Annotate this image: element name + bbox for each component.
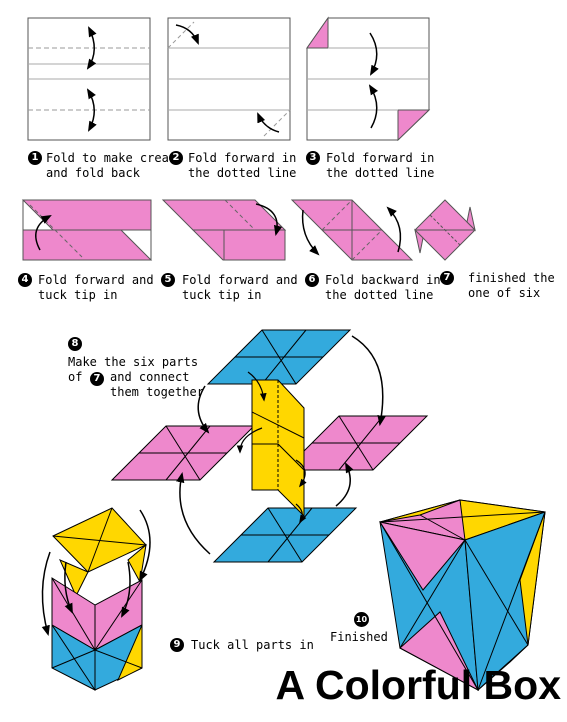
unit-crease [338, 415, 374, 471]
step-5-diagram [161, 199, 287, 261]
unit-crease [261, 329, 307, 385]
yellow-corner [116, 624, 143, 682]
step-caption: Fold backward in the dotted line [325, 273, 441, 302]
tuck-arrow [64, 561, 73, 614]
unit-crease [261, 329, 297, 385]
left-crease [399, 539, 466, 649]
step-caption: Finished [330, 630, 388, 644]
fold-arrow [255, 203, 283, 237]
fold-arrow [175, 24, 199, 45]
folded-corner-pink [397, 109, 431, 142]
unit-crease [267, 507, 303, 563]
left-pink-tri [399, 611, 480, 692]
left-pink-tri [378, 521, 466, 591]
fold-arrow-up [368, 84, 378, 129]
dotted-fold-line [263, 109, 291, 137]
step-10-diagram [378, 499, 546, 692]
dotted-fold-line [321, 199, 353, 231]
side-crease [51, 577, 96, 651]
right-crease [464, 539, 529, 646]
right-crease [477, 511, 546, 691]
connect-arrow [295, 459, 307, 488]
unit-crease [338, 415, 384, 471]
step-2-diagram [167, 17, 291, 141]
yellow-flap [59, 559, 89, 598]
lid-crease [87, 507, 113, 573]
unit-crease [165, 425, 211, 481]
connect-arrow [335, 462, 354, 507]
right-yellow-tri [477, 644, 529, 691]
top-yellow-tri [379, 499, 461, 523]
step-number-badge: 9 [170, 638, 184, 652]
left-crease [379, 521, 479, 691]
fold-arrow-down [369, 32, 379, 76]
step-caption-continued: and connect them together [110, 370, 204, 399]
step-4-diagram [21, 199, 153, 261]
connect-arrow [295, 503, 307, 524]
side-crease [94, 649, 143, 669]
fold-arrow-up [86, 26, 97, 70]
step-caption: Fold to make crease and fold back [46, 151, 184, 180]
step-reference-badge: 7 [90, 372, 104, 386]
step-caption: Tuck all parts in [191, 638, 314, 652]
unit-flap [414, 228, 424, 254]
connect-arrow [351, 335, 386, 427]
step-3-diagram [306, 16, 431, 142]
folded-corner-pink [306, 16, 329, 49]
connect-arrow [236, 427, 263, 454]
tuck-arrow [41, 551, 51, 637]
step-caption: Make the six parts of [68, 355, 199, 384]
fold-arrow [386, 206, 402, 253]
step-number-badge: 10 [354, 612, 369, 627]
pink-parallelogram [191, 229, 286, 261]
dotted-fold-line [351, 229, 383, 261]
pink-band-bottom [22, 229, 153, 261]
step-9-diagram [41, 507, 151, 691]
side-crease [51, 649, 96, 669]
dotted-fold-line [224, 199, 256, 231]
page-title: A Colorful Box [275, 662, 561, 708]
connect-arrow [197, 385, 210, 434]
step-number-badge: 1 [28, 151, 42, 165]
connect-arrow [247, 371, 267, 402]
step-number-badge: 5 [161, 273, 175, 287]
step-number-badge: 2 [169, 151, 183, 165]
top-crease [379, 511, 546, 523]
step-number-badge: 7 [440, 271, 454, 285]
step-caption: Fold forward in the dotted line [188, 151, 297, 180]
side-crease [51, 624, 96, 691]
step-8-diagram [110, 329, 429, 563]
fold-arrow [301, 209, 320, 256]
pink-parallelogram [161, 199, 287, 231]
side-crease [94, 579, 143, 651]
step-number-badge: 3 [306, 151, 320, 165]
step-7-diagram [414, 199, 476, 261]
dotted-fold-line [167, 21, 195, 49]
step-caption: finished the one of six [468, 271, 555, 300]
unit-flap [466, 206, 476, 232]
tuck-arrow [121, 561, 131, 618]
step-number-badge: 4 [18, 273, 32, 287]
dotted-fold-line [29, 204, 83, 258]
step-caption: Fold forward in the dotted line [326, 151, 435, 180]
fold-arrow [35, 214, 52, 251]
step-1-diagram [27, 17, 151, 141]
step-number-badge: 8 [68, 337, 82, 351]
fold-arrow-down [86, 88, 97, 132]
fold-arrow [257, 112, 280, 133]
step-caption: Fold forward and tuck tip in [182, 273, 298, 302]
connect-arrow [176, 471, 211, 555]
step-number-badge: 6 [305, 273, 319, 287]
unit-crease [165, 425, 201, 481]
step-caption: Fold forward and tuck tip in [38, 273, 154, 302]
tuck-arrow [139, 509, 151, 582]
step-6-diagram [290, 199, 414, 261]
